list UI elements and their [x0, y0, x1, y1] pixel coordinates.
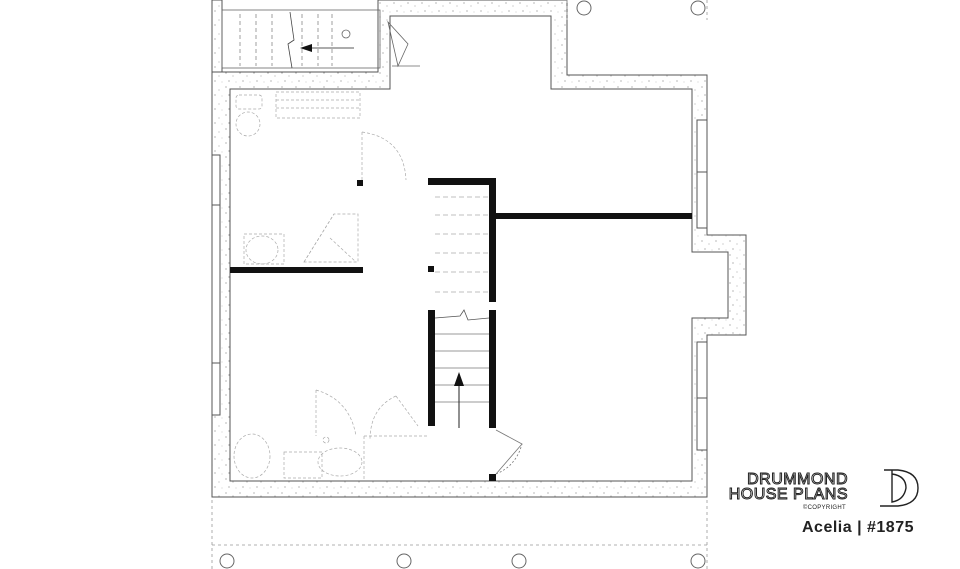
window-openings	[211, 119, 708, 451]
entry-stair	[221, 9, 381, 69]
bathroom-fixtures	[233, 389, 428, 481]
porch-outline	[211, 0, 708, 569]
brand-copyright: ©COPYRIGHT	[802, 505, 846, 511]
stair-door[interactable]	[495, 429, 523, 475]
stair-up-arrow-icon	[454, 372, 464, 386]
plan-title: Acelia | #1875	[802, 519, 914, 536]
floor-drain-icon	[341, 29, 351, 39]
vestibule-side-wall	[211, 0, 223, 73]
interior-walls	[230, 178, 692, 481]
porch-posts	[219, 0, 706, 569]
brand-name-line1: DRUMMOND	[747, 471, 848, 488]
laundry-fixtures	[235, 91, 407, 265]
brand-block: DRUMMOND HOUSE PLANS ©COPYRIGHT	[728, 468, 930, 538]
brand-name-line2: HOUSE PLANS	[728, 486, 848, 503]
north-arrow-icon	[300, 44, 312, 52]
vestibule-door[interactable]	[387, 20, 420, 68]
central-stair	[434, 196, 490, 428]
drummond-d-logo-icon	[880, 469, 919, 507]
exterior-foundation-wall	[211, 0, 747, 498]
